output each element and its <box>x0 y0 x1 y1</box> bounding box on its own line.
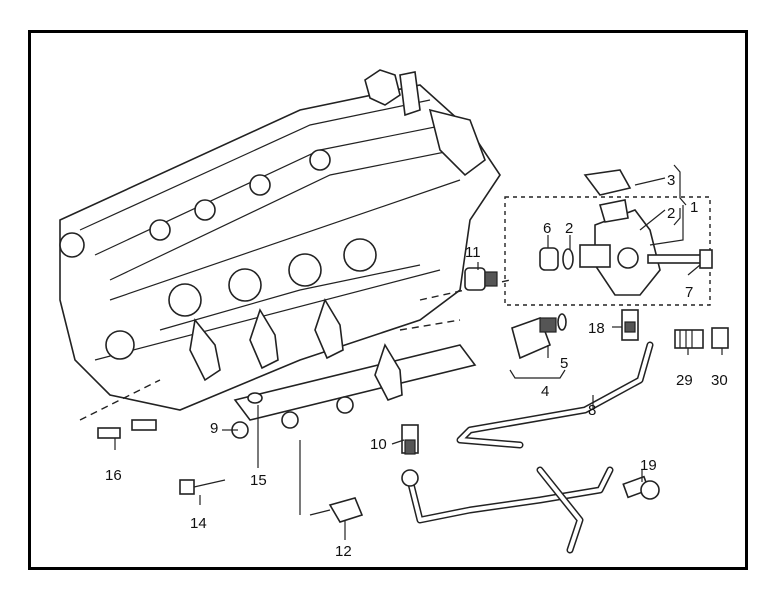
callout-14: 14 <box>190 515 207 532</box>
banjo-bolt-19 <box>622 475 660 500</box>
callout-5: 5 <box>560 355 568 372</box>
seal-15 <box>247 392 263 404</box>
callout-29: 29 <box>676 372 693 389</box>
assembly-line <box>399 319 461 331</box>
pump-bolt <box>647 249 713 269</box>
callout-10: 10 <box>370 436 387 453</box>
sensor-12 <box>309 497 364 523</box>
callout-2: 2 <box>667 205 675 222</box>
cylinder-head <box>59 69 501 411</box>
bolt-14 <box>179 479 226 495</box>
union-29 <box>674 329 704 349</box>
leader-lines <box>114 164 723 540</box>
fuel-line <box>456 341 654 449</box>
callout-3: 3 <box>667 172 675 189</box>
lower-fuel-pipe <box>401 466 614 554</box>
callout-7: 7 <box>685 284 693 301</box>
callout-30: 30 <box>711 372 728 389</box>
callout-6: 6 <box>543 220 551 237</box>
callout-9: 9 <box>210 420 218 437</box>
callout-8: 8 <box>588 402 596 419</box>
callout-12: 12 <box>335 543 352 560</box>
callout-18: 18 <box>588 320 605 337</box>
callout-11: 11 <box>465 244 481 261</box>
fuel-rail <box>189 298 477 439</box>
pressure-sensor-plug <box>583 169 632 196</box>
high-pressure-pump <box>579 199 661 296</box>
callout-1: 1 <box>690 199 698 216</box>
seal-parts <box>539 247 574 271</box>
callout-2: 2 <box>565 220 573 237</box>
injector-seal-16 <box>97 419 157 439</box>
sensor-11 <box>464 267 498 291</box>
fuel-pressure-sensor <box>401 424 419 455</box>
nut-30 <box>711 327 729 349</box>
callout-4: 4 <box>541 383 549 400</box>
fitting-18 <box>621 309 639 341</box>
callout-15: 15 <box>250 472 267 489</box>
callout-16: 16 <box>105 467 122 484</box>
callout-19: 19 <box>640 457 657 474</box>
sensor-4 <box>511 313 567 360</box>
assembly-line <box>79 379 161 421</box>
